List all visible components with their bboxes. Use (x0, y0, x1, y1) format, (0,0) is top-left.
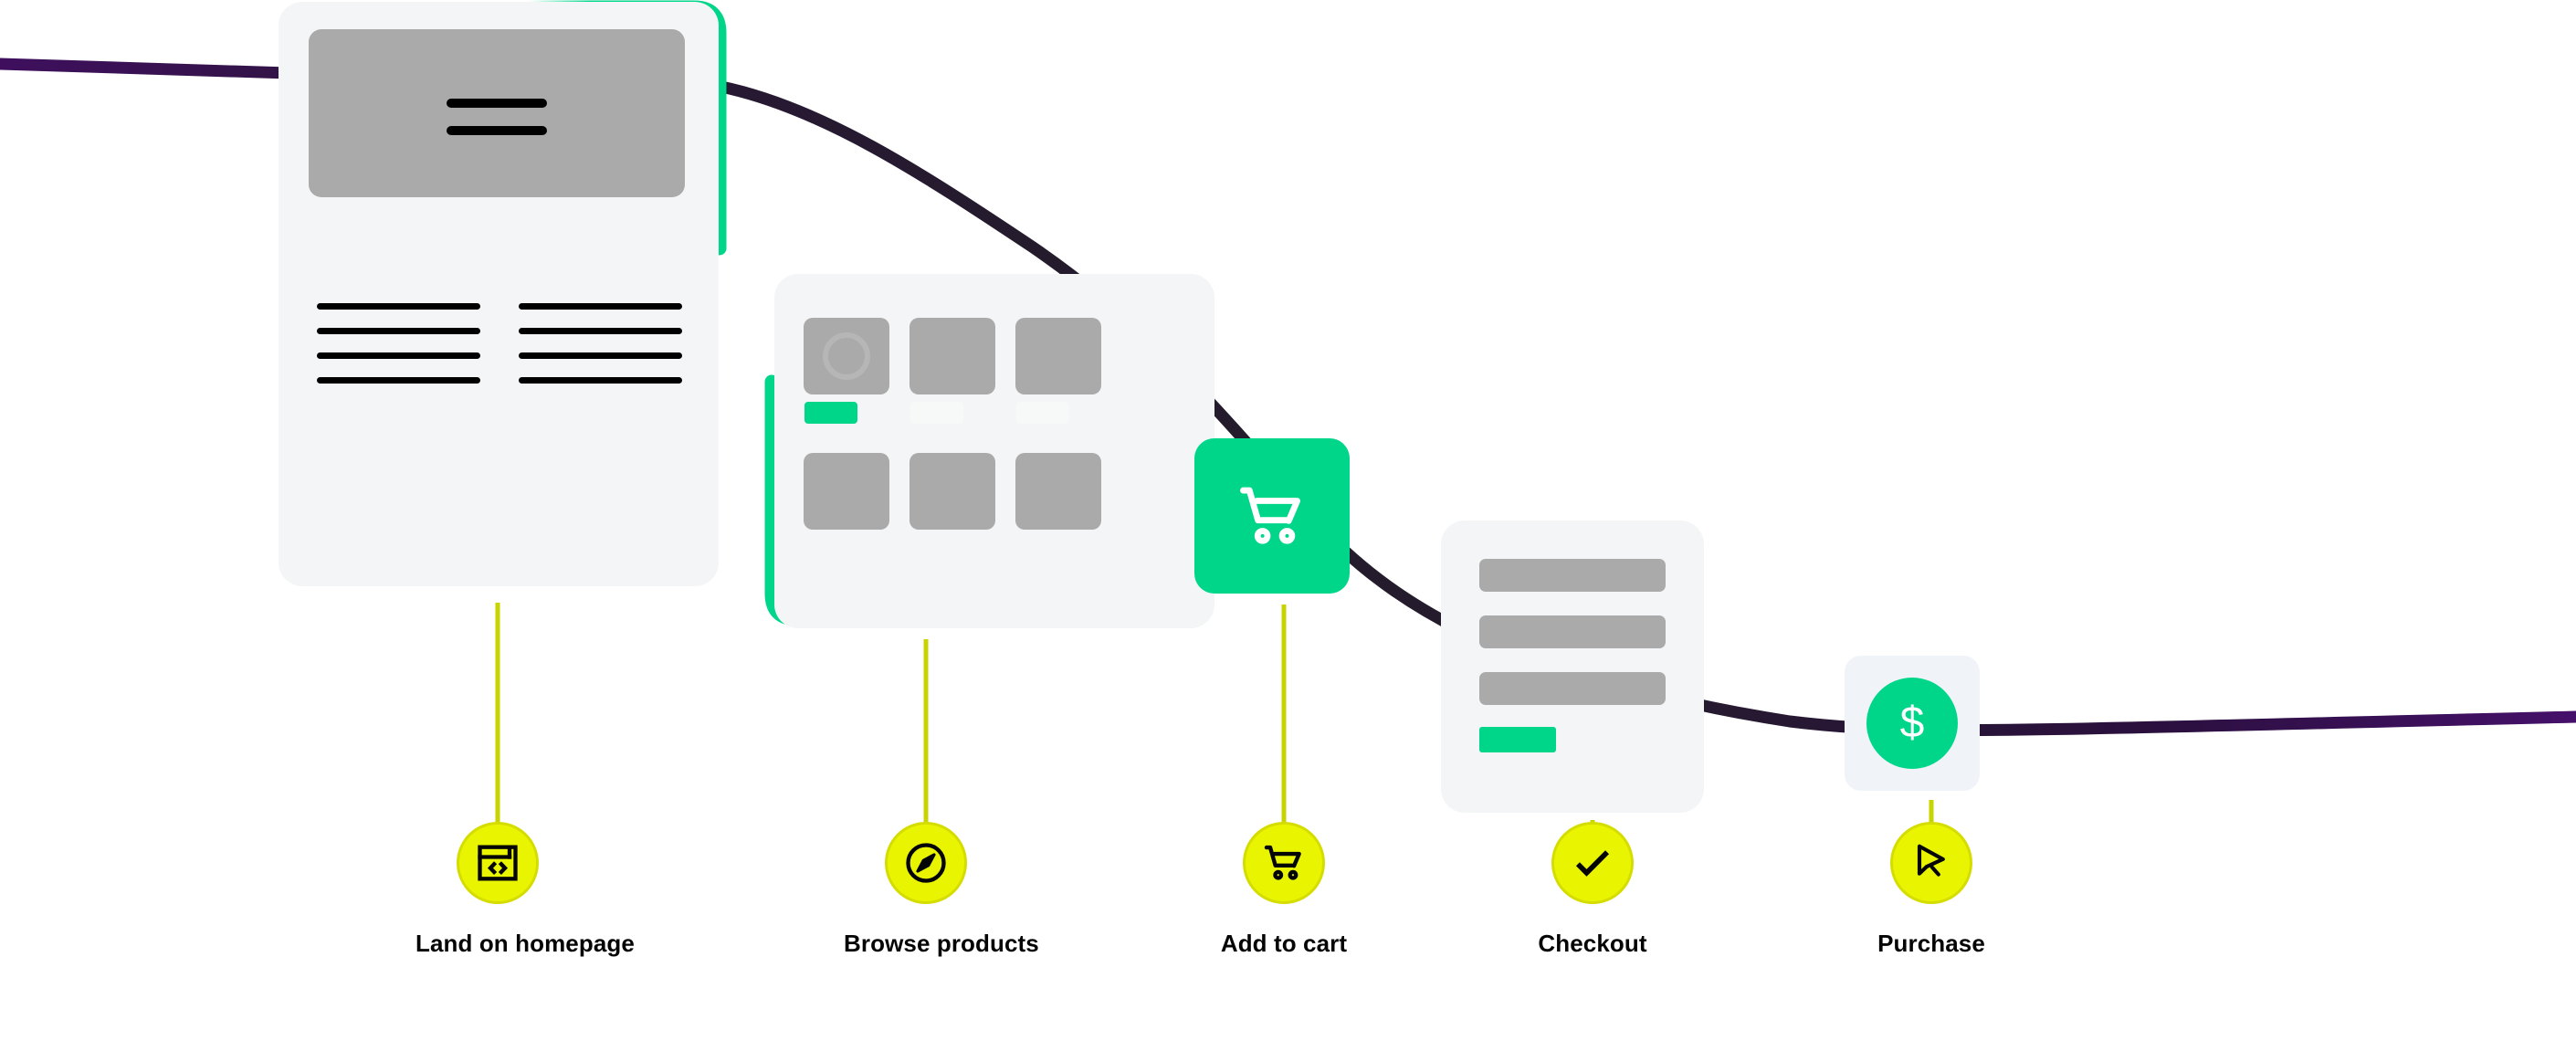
compass-icon (906, 843, 946, 883)
step-icon-circle[interactable] (457, 822, 539, 904)
hero-banner (309, 29, 685, 197)
dollar-sign-icon: $ (1866, 678, 1958, 769)
step-icon-circle[interactable] (1243, 822, 1325, 904)
step-browse-products[interactable]: Browse products (844, 822, 1039, 958)
step-icon-circle[interactable] (1551, 822, 1634, 904)
check-icon (1575, 850, 1610, 877)
product-grid (804, 318, 1101, 530)
cursor-arrow-icon (1917, 844, 1945, 877)
step-add-to-cart[interactable]: Add to cart (1202, 822, 1366, 958)
shopping-cart-icon (1240, 487, 1300, 544)
purchase-badge[interactable]: $ (1845, 656, 1980, 791)
text-line (519, 328, 682, 334)
step-label: Checkout (1538, 930, 1647, 957)
checkout-field-list (1479, 559, 1666, 705)
checkout-field[interactable] (1479, 672, 1666, 705)
product-thumb-circle-icon (823, 332, 870, 380)
step-icon-circle[interactable] (1890, 822, 1972, 904)
step-icon-circle[interactable] (885, 822, 967, 904)
product-tile[interactable] (909, 453, 995, 530)
checkout-submit-button[interactable] (1479, 727, 1556, 752)
step-purchase[interactable]: Purchase (1849, 822, 2013, 958)
text-column-right (519, 303, 682, 384)
text-line (317, 303, 480, 310)
product-tile[interactable] (804, 453, 889, 530)
shopping-cart-icon (1264, 845, 1301, 880)
add-to-cart-tile[interactable] (1194, 438, 1350, 594)
product-grid-mockup[interactable] (774, 274, 1214, 628)
step-label: Add to cart (1220, 930, 1348, 957)
product-tile[interactable] (909, 318, 995, 424)
step-label: Purchase (1877, 930, 1985, 957)
product-tag (910, 402, 963, 424)
text-line (519, 352, 682, 359)
step-label: Land on homepage (415, 930, 635, 957)
product-tile[interactable] (804, 318, 889, 424)
product-tag (1016, 402, 1069, 424)
hero-subline (447, 126, 547, 135)
text-line (317, 377, 480, 384)
product-tile[interactable] (1015, 453, 1101, 530)
step-checkout[interactable]: Checkout (1510, 822, 1675, 958)
text-line (317, 352, 480, 359)
homepage-text-block (317, 303, 682, 384)
checkout-field[interactable] (1479, 559, 1666, 592)
product-tile[interactable] (1015, 318, 1101, 424)
checkout-field[interactable] (1479, 615, 1666, 648)
product-tag-highlighted (804, 402, 857, 424)
text-line (519, 303, 682, 310)
text-line (317, 328, 480, 334)
step-label: Browse products (844, 930, 1039, 957)
step-land-on-homepage[interactable]: Land on homepage (415, 822, 635, 958)
text-column-left (317, 303, 480, 384)
homepage-mockup[interactable] (279, 2, 719, 586)
hero-headline-line (447, 99, 547, 108)
browser-window-code-icon (478, 845, 518, 881)
text-line (519, 377, 682, 384)
checkout-form-mockup[interactable] (1441, 520, 1704, 813)
